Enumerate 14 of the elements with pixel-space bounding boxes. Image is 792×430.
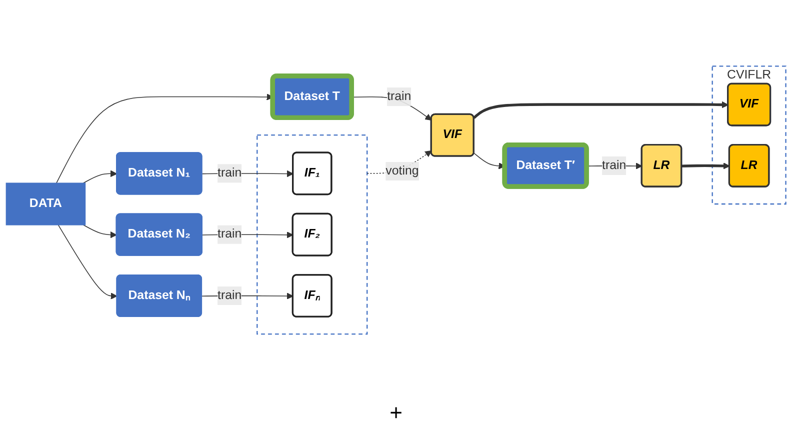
cluster — [256, 134, 368, 334]
plus-sign: + — [390, 400, 402, 425]
edge-label: train — [218, 227, 242, 241]
edge-label: train — [218, 166, 242, 180]
edge-label: train — [602, 158, 626, 172]
arrow — [82, 170, 118, 184]
arrow — [473, 101, 728, 119]
edge-label: train — [387, 90, 412, 103]
arrow — [682, 162, 730, 170]
node-box: DATA — [6, 182, 86, 226]
arrow — [82, 224, 117, 238]
edge-label: voting — [386, 164, 419, 178]
edge-label: train — [218, 288, 242, 302]
arrow — [58, 224, 118, 300]
